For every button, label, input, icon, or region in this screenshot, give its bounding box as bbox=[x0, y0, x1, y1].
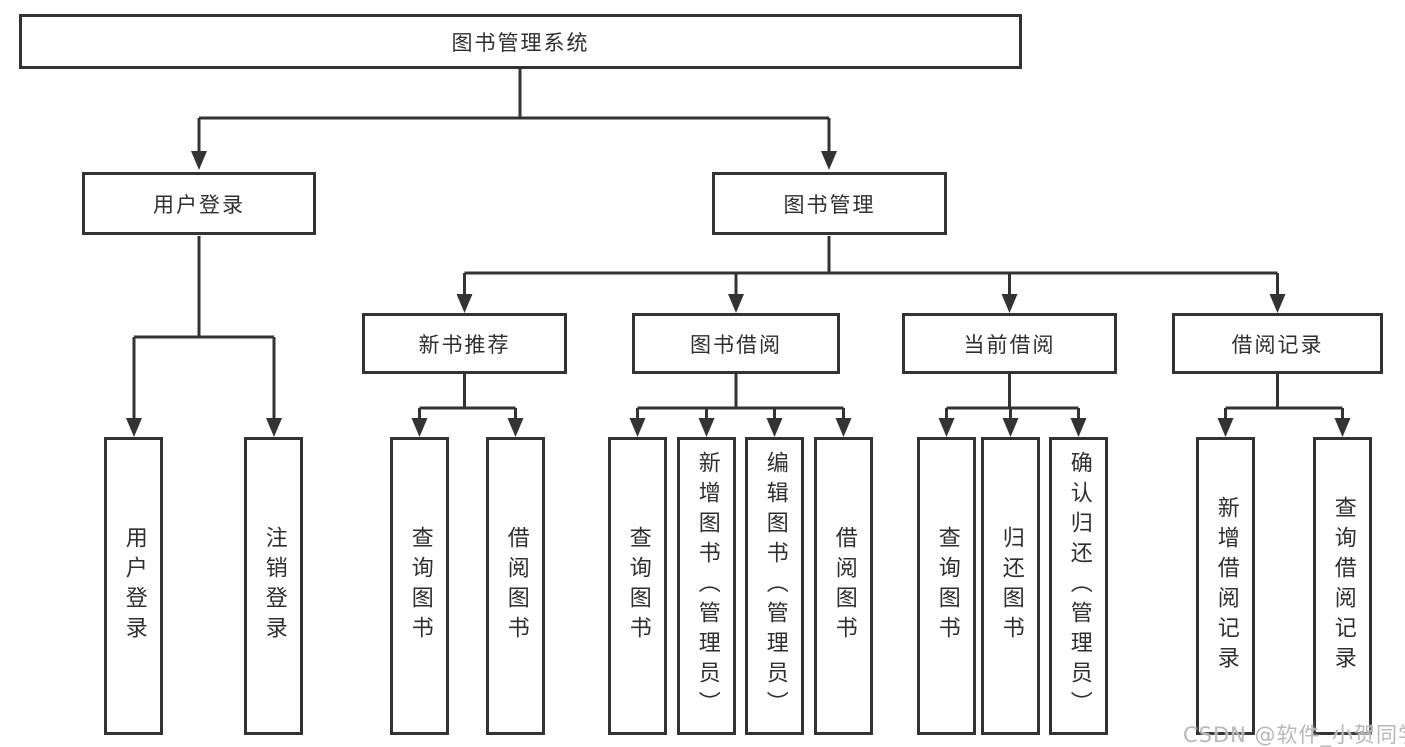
leaf-query-borrow-record: 查询借阅记录 bbox=[1313, 437, 1372, 735]
leaf-return-books: 归还图书 bbox=[981, 437, 1040, 735]
node-user-login: 用户登录 bbox=[82, 172, 316, 235]
leaf-label: 查询图书 bbox=[934, 526, 960, 646]
leaf-add-books-admin: 新增图书（管理员） bbox=[677, 437, 736, 735]
leaf-label: 编辑图书（管理员） bbox=[762, 451, 788, 721]
node-book-management: 图书管理 bbox=[712, 172, 947, 235]
leaf-edit-books-admin: 编辑图书（管理员） bbox=[745, 437, 804, 735]
leaf-query-books-current: 查询图书 bbox=[917, 437, 976, 735]
node-borrowing-records: 借阅记录 bbox=[1172, 313, 1383, 374]
leaf-borrow-books: 借阅图书 bbox=[814, 437, 873, 735]
node-book-borrowing: 图书借阅 bbox=[632, 313, 840, 374]
leaf-label: 查询图书 bbox=[625, 526, 651, 646]
leaf-label: 归还图书 bbox=[998, 526, 1024, 646]
leaf-label: 确认归还（管理员） bbox=[1066, 451, 1092, 721]
leaf-label: 查询图书 bbox=[407, 526, 433, 646]
leaf-label: 借阅图书 bbox=[503, 526, 529, 646]
leaf-label: 注销登录 bbox=[261, 526, 287, 646]
leaf-label: 用户登录 bbox=[121, 526, 147, 646]
node-new-book-recommend: 新书推荐 bbox=[362, 313, 567, 374]
csdn-watermark: CSDN @软件_小贺同学 bbox=[1183, 723, 1405, 747]
node-current-borrowing: 当前借阅 bbox=[902, 313, 1117, 374]
leaf-query-books-borrow: 查询图书 bbox=[608, 437, 667, 735]
leaf-user-login: 用户登录 bbox=[104, 437, 163, 735]
leaf-label: 查询借阅记录 bbox=[1330, 496, 1356, 676]
leaf-label: 新增借阅记录 bbox=[1213, 496, 1239, 676]
leaf-label: 新增图书（管理员） bbox=[694, 451, 720, 721]
leaf-label: 借阅图书 bbox=[831, 526, 857, 646]
node-library-management-system: 图书管理系统 bbox=[19, 14, 1022, 69]
leaf-logout: 注销登录 bbox=[244, 437, 303, 735]
leaf-confirm-return-admin: 确认归还（管理员） bbox=[1049, 437, 1108, 735]
leaf-add-borrow-record: 新增借阅记录 bbox=[1196, 437, 1255, 735]
leaf-query-books-recommend: 查询图书 bbox=[390, 437, 449, 735]
leaf-borrow-books-recommend: 借阅图书 bbox=[486, 437, 545, 735]
